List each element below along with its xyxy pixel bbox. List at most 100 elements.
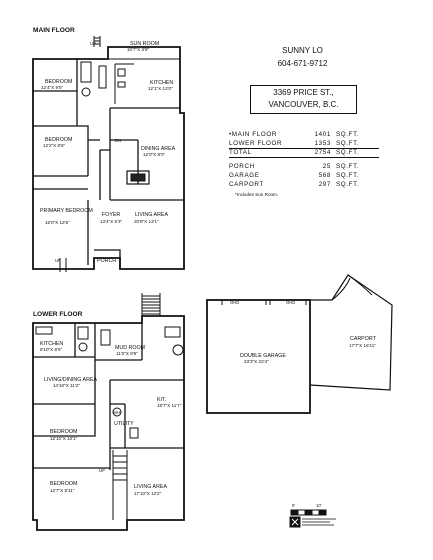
main-stairs	[93, 36, 101, 47]
area-row: PORCH 25 SQ.FT.	[229, 162, 379, 171]
double-garage-wall	[206, 299, 311, 414]
address-line-1: 3369 PRICE ST.,	[273, 88, 334, 97]
area-total-row: TOTAL 2754 SQ.FT.	[229, 148, 379, 158]
room-name: KIT.	[157, 397, 166, 403]
bathroom-fixtures	[77, 326, 89, 340]
room-dims: 17'10"X 12'2"	[134, 491, 162, 496]
garage-labels: OHD OHD DOUBLE GARAGE 23'3"X 22'4" CARPO…	[230, 300, 377, 364]
room-dims: 8'10"X 8'6"	[40, 347, 62, 352]
room-name: LIVING AREA	[134, 484, 167, 490]
area-name: PORCH	[229, 163, 255, 170]
area-note: *Includes Sun Room.	[235, 192, 279, 197]
area-row: CARPORT 297 SQ.FT.	[229, 180, 379, 189]
fireplace	[126, 170, 150, 185]
area-unit: SQ.FT.	[336, 163, 360, 170]
scale-end-label: 10'	[316, 503, 322, 508]
room-name: SUN ROOM	[130, 41, 159, 47]
area-total-name: TOTAL	[229, 149, 252, 156]
room-dims: 15'0"X 12'5"	[45, 220, 70, 225]
up-marker: UP	[90, 41, 96, 46]
room-dims: 14'10"X 11'2"	[53, 383, 80, 388]
area-summary: •MAIN FLOOR 1401 SQ.FT. LOWER FLOOR 1353…	[229, 130, 379, 197]
room-dims: 10'7"X 3'8"	[127, 47, 149, 52]
agent-name: SUNNY LO	[282, 46, 323, 55]
room-name: KITCHEN	[40, 341, 63, 347]
carport-gate	[331, 274, 373, 301]
area-unit: SQ.FT.	[336, 172, 360, 179]
room-name: CARPORT	[350, 336, 377, 342]
up-marker: UP	[55, 258, 61, 263]
agent-phone: 604-671-9712	[277, 59, 328, 68]
area-value: 568	[318, 172, 331, 179]
area-row: GARAGE 568 SQ.FT.	[229, 171, 379, 180]
room-dims: 13'4"X 5'3"	[100, 219, 122, 224]
room-dims: 11'0"X 9'9"	[116, 351, 138, 356]
area-name: LOWER FLOOR	[229, 140, 283, 147]
scale-labels: 0' 10'	[292, 503, 322, 508]
kitchen-cabinets	[164, 326, 181, 338]
scale-bar	[290, 509, 327, 516]
up-marker: UP	[99, 468, 105, 473]
room-name: FOYER	[102, 212, 120, 218]
room-dims: 20'8"X 13'1"	[134, 219, 159, 224]
lower-floor-labels: LOWER FLOOR KITCHEN 8'10"X 8'6" MUD ROOM…	[33, 311, 182, 496]
bathroom-fixtures	[80, 61, 92, 83]
wh-marker: WH	[113, 410, 120, 415]
garage-plan	[206, 274, 393, 414]
room-dims: 12'1"X 12'0"	[148, 86, 173, 91]
room-name: UTILITY	[114, 421, 134, 427]
main-floor-exterior-wall	[32, 46, 185, 270]
area-name: •MAIN FLOOR	[229, 131, 277, 138]
area-value: 297	[318, 181, 331, 188]
area-unit: SQ.FT.	[336, 140, 360, 147]
room-dims: 12'7"X 8'11"	[50, 488, 75, 493]
address-box: 3369 PRICE ST., VANCOUVER, B.C.	[250, 85, 357, 114]
main-floor-plan	[32, 36, 185, 272]
water-heater	[112, 407, 122, 417]
interior-wall	[33, 59, 184, 269]
room-name: BEDROOM	[45, 79, 72, 85]
room-name: BEDROOM	[45, 137, 72, 143]
room-dims: 18'7"X 11'7"	[157, 403, 182, 408]
address-line-2: VANCOUVER, B.C.	[268, 100, 339, 109]
room-dims: 12'2"X 8'6"	[43, 143, 65, 148]
company-logo	[289, 516, 336, 528]
area-value: 25	[322, 163, 331, 170]
porch-step	[59, 258, 67, 272]
area-value: 1353	[314, 140, 331, 147]
lower-floor-plan	[32, 293, 185, 531]
room-name: PORCH	[97, 258, 116, 264]
area-unit: SQ.FT.	[336, 131, 360, 138]
room-name: PRIMARY BEDROOM	[40, 208, 93, 214]
kitchen-cabinets	[114, 63, 134, 104]
area-row: •MAIN FLOOR 1401 SQ.FT.	[229, 130, 379, 139]
area-row: LOWER FLOOR 1353 SQ.FT.	[229, 139, 379, 148]
carport-outline	[309, 274, 393, 391]
room-name: LIVING/DINING AREA	[44, 377, 97, 383]
room-dims: 12'4"X 9'5"	[41, 85, 63, 90]
area-total-unit: SQ.FT.	[336, 149, 360, 156]
scale-start-label: 0'	[292, 503, 295, 508]
garage-door	[221, 300, 307, 305]
room-name: LIVING AREA	[135, 212, 168, 218]
room-name: MUD ROOM	[115, 345, 145, 351]
garage-door-label: OHD	[286, 300, 295, 305]
area-value: 1401	[314, 131, 331, 138]
room-dims: 23'3"X 22'4"	[244, 359, 269, 364]
room-name: BEDROOM	[50, 429, 77, 435]
garage-door-label: OHD	[230, 300, 239, 305]
lower-floor-title: LOWER FLOOR	[33, 311, 83, 318]
room-name: DINING AREA	[141, 146, 176, 152]
agent-contact: SUNNY LO 604-671-9712	[250, 44, 355, 70]
room-name: DOUBLE GARAGE	[240, 353, 286, 359]
area-name: GARAGE	[229, 172, 260, 179]
main-floor-title: MAIN FLOOR	[33, 27, 75, 34]
main-floor-labels: MAIN FLOOR SUN ROOM 10'7"X 3'8" BEDROOM …	[33, 27, 176, 264]
area-name: CARPORT	[229, 181, 264, 188]
room-dims: 12'10"X 10'1"	[50, 436, 78, 441]
area-total-value: 2754	[314, 149, 331, 156]
area-unit: SQ.FT.	[336, 181, 360, 188]
interior-stairs	[112, 450, 128, 520]
room-name: KITCHEN	[150, 80, 173, 86]
